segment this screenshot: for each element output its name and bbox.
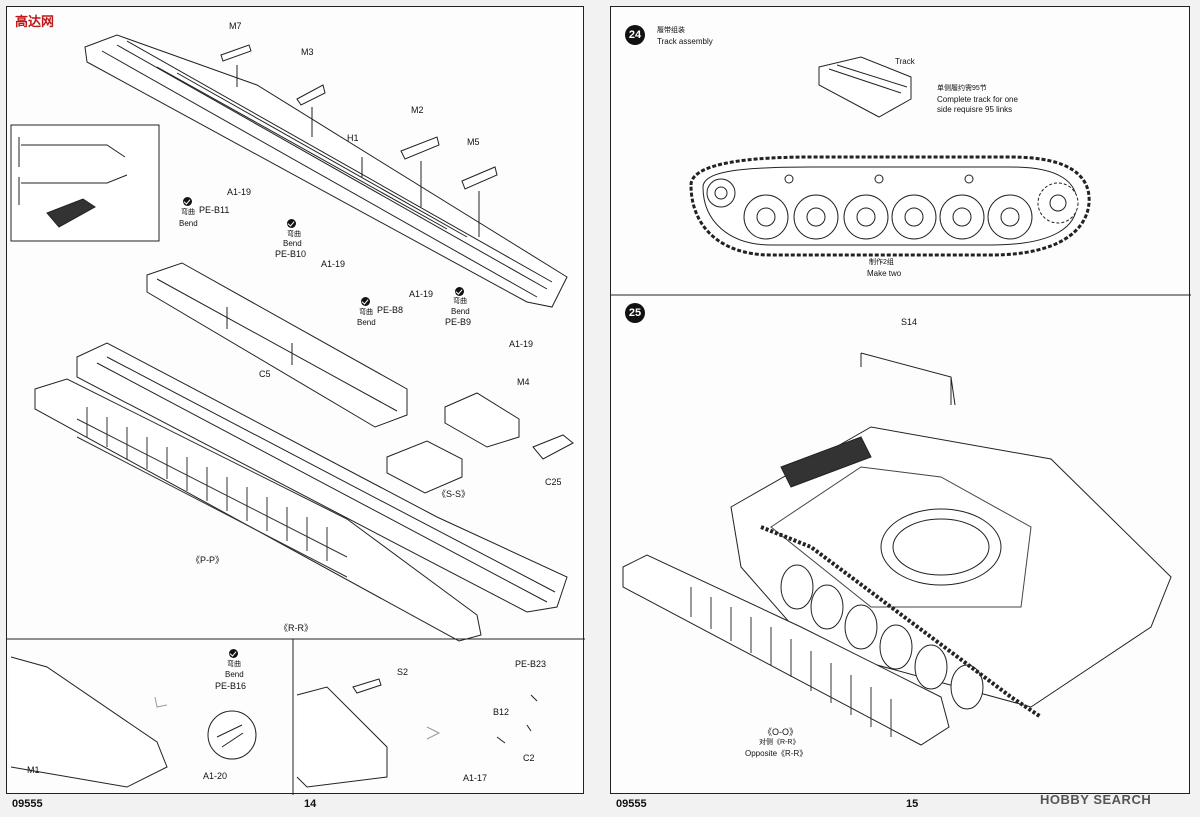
part-label-pe-b11: PE-B11 xyxy=(199,205,230,215)
bend-icon xyxy=(287,219,296,228)
instruction-page-left: 高达网 M7 M3 M2 M5 H1 A1-19 弯曲 Bend PE-B11 … xyxy=(6,6,585,795)
bend-label-cn: 弯曲 xyxy=(181,209,195,216)
track-note-en-2: side requisre 95 links xyxy=(937,105,1013,114)
step24-title-en: Track assembly xyxy=(657,37,713,46)
part-label-m4: M4 xyxy=(517,377,530,387)
kit-code-right: 09555 xyxy=(616,798,647,810)
bend-label-cn: 弯曲 xyxy=(287,231,301,238)
part-label-h1: H1 xyxy=(347,133,359,143)
part-label-pe-b10: PE-B10 xyxy=(275,249,307,259)
part-label-s14: S14 xyxy=(901,317,918,327)
part-label-a1-19-1: A1-19 xyxy=(227,187,252,197)
track-label: Track xyxy=(895,57,915,66)
part-label-a1-20: A1-20 xyxy=(203,771,228,781)
part-label-m5: M5 xyxy=(467,137,480,147)
step-number-25: 25 xyxy=(625,303,645,323)
part-label-b12: B12 xyxy=(493,707,510,717)
make-two-cn: 制作2组 xyxy=(869,259,894,266)
part-label-r-r: 《R-R》 xyxy=(279,623,313,633)
opposite-en: Opposite《R-R》 xyxy=(745,749,808,758)
make-two-en: Make two xyxy=(867,269,902,278)
part-label-a1-19-3: A1-19 xyxy=(409,289,434,299)
part-label-o-o: 《O-O》 xyxy=(763,727,798,737)
part-label-pe-b16: PE-B16 xyxy=(215,681,247,691)
right-page-drawing xyxy=(611,56,1191,746)
track-note-cn: 单侧履约需95节 xyxy=(937,85,987,92)
bend-icon xyxy=(183,197,192,206)
bend-label-en: Bend xyxy=(225,670,244,679)
part-label-p-p: 《P-P》 xyxy=(191,555,225,565)
part-label-m3: M3 xyxy=(301,47,314,57)
part-label-pe-b8: PE-B8 xyxy=(377,305,404,315)
bend-label-cn: 弯曲 xyxy=(227,661,241,668)
part-label-c5: C5 xyxy=(259,369,271,379)
instruction-page-right: 24 履带组装 Track assembly Track 单侧履约需95节 Co… xyxy=(610,6,1191,794)
page-number-left: 14 xyxy=(304,798,317,810)
part-label-s-s: 《S-S》 xyxy=(437,489,471,499)
bend-icon xyxy=(455,287,464,296)
part-label-m7: M7 xyxy=(229,21,242,31)
step24-title-cn: 履带组装 xyxy=(657,27,685,34)
page-number-right: 15 xyxy=(906,798,919,810)
part-label-m1: M1 xyxy=(27,765,40,775)
part-label-c25: C25 xyxy=(545,477,562,487)
part-label-a1-19-2: A1-19 xyxy=(321,259,346,269)
part-label-pe-b9: PE-B9 xyxy=(445,317,472,327)
bend-label-en: Bend xyxy=(357,318,376,327)
part-label-s2: S2 xyxy=(397,667,409,677)
step-number-24: 24 xyxy=(625,25,645,45)
bend-label-en: Bend xyxy=(179,219,198,228)
part-label-a1-19-4: A1-19 xyxy=(509,339,534,349)
bend-icon xyxy=(229,649,238,658)
part-label-c2: C2 xyxy=(523,753,535,763)
bend-label-cn: 弯曲 xyxy=(453,298,467,305)
bend-label-cn: 弯曲 xyxy=(359,309,373,316)
track-note-en-1: Complete track for one xyxy=(937,95,1018,104)
opposite-cn: 对侧《R-R》 xyxy=(759,739,800,746)
bend-label-en: Bend xyxy=(451,307,470,316)
part-label-pe-b23: PE-B23 xyxy=(515,659,547,669)
site-logo: 高达网 xyxy=(15,14,55,29)
bend-label-en: Bend xyxy=(283,239,302,248)
hobby-search-watermark: HOBBY SEARCH xyxy=(1040,792,1152,807)
bend-icon xyxy=(361,297,370,306)
part-label-a1-17: A1-17 xyxy=(463,773,488,783)
kit-code-left: 09555 xyxy=(12,798,43,810)
left-page-drawing xyxy=(7,34,585,795)
part-label-m2: M2 xyxy=(411,105,424,115)
